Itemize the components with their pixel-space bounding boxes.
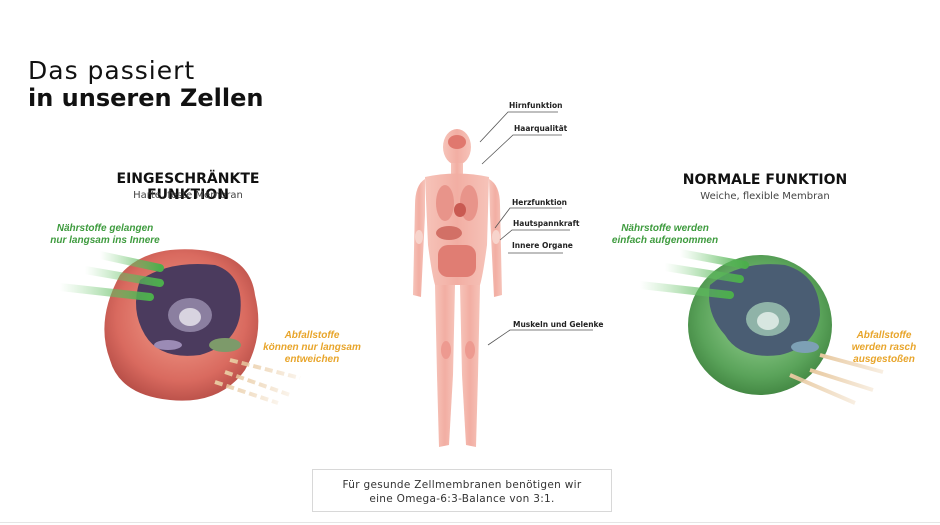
leader-line-muscles: [487, 329, 593, 346]
body-heart: [454, 203, 466, 217]
label-skin-elasticity: Hautspannkraft: [513, 219, 580, 228]
leader-line-brain: [479, 111, 558, 143]
left-waste-note-line-2: können nur langsam: [263, 342, 361, 353]
body-right-leg: [460, 285, 480, 447]
left-cell-organelle: [209, 338, 241, 352]
waste-arrow: [789, 373, 856, 405]
left-cell-illustration: [56, 249, 301, 405]
right-cell-illustration: [636, 249, 884, 405]
body-joint: [492, 230, 500, 244]
right-waste-note-line-2: werden rasch: [851, 342, 917, 353]
label-heart-function: Herzfunktion: [512, 198, 568, 207]
left-nutrient-note-line-1: Nährstoffe gelangen: [56, 223, 154, 234]
nutrient-arrow: [676, 249, 749, 269]
leader-line-hair: [481, 134, 562, 165]
body-left-leg: [435, 285, 455, 447]
label-hair-quality: Haarqualität: [514, 124, 568, 133]
body-neck: [451, 163, 463, 175]
right-waste-note-line-1: Abfallstoffe: [856, 330, 912, 341]
label-muscles-joints: Muskeln und Gelenke: [513, 320, 604, 329]
right-cell-organelle: [791, 341, 819, 353]
left-nutrient-note-line-2: nur langsam ins Innere: [50, 235, 160, 246]
right-waste-note-line-3: ausgestoßen: [853, 354, 915, 365]
body-brain: [448, 135, 466, 149]
left-waste-note-line-1: Abfallstoffe: [284, 330, 340, 341]
waste-arrow: [809, 368, 874, 392]
leader-line-skin: [499, 229, 570, 241]
nutrient-arrow: [96, 251, 164, 272]
body-joint: [441, 341, 451, 359]
left-cell-nucleolus: [179, 308, 201, 326]
nutrient-arrow: [636, 281, 734, 299]
body-joint: [465, 341, 475, 359]
nutrient-arrow: [56, 283, 154, 301]
left-waste-note: Abfallstoffe können nur langsam entweich…: [252, 330, 372, 366]
body-label-lines: [479, 111, 593, 346]
right-nutrient-note-line-2: einfach aufgenommen: [611, 235, 719, 246]
right-nutrient-note: Nährstoffe werden einfach aufgenommen: [595, 223, 735, 247]
leader-line-heart: [494, 207, 562, 229]
info-box-line-2: eine Omega-6:3-Balance von 3:1.: [369, 493, 555, 505]
bottom-divider: [0, 522, 940, 523]
waste-arrow: [229, 358, 301, 380]
right-waste-note: Abfallstoffe werden rasch ausgestoßen: [838, 330, 930, 366]
body-joint: [415, 230, 423, 244]
right-cell-nucleolus: [757, 312, 779, 330]
body-lung: [436, 185, 454, 221]
label-brain-function: Hirnfunktion: [509, 101, 563, 110]
waste-arrow: [819, 353, 884, 374]
body-intestines: [438, 245, 476, 277]
nutrient-arrow: [81, 266, 164, 287]
left-nutrient-note: Nährstoffe gelangen nur langsam ins Inne…: [30, 223, 180, 247]
right-nutrient-note-line-1: Nährstoffe werden: [621, 223, 709, 234]
info-box: Für gesunde Zellmembranen benötigen wir …: [312, 469, 612, 512]
info-box-line-1: Für gesunde Zellmembranen benötigen wir: [342, 479, 582, 491]
left-section-subtitle: Harte, feste Membran: [133, 190, 243, 201]
waste-arrow: [214, 380, 279, 405]
label-internal-organs: Innere Organe: [512, 241, 573, 250]
nutrient-arrow: [661, 263, 744, 283]
left-section-title: EINGESCHRÄNKTE FUNKTION: [116, 171, 260, 203]
right-section-title: NORMALE FUNKTION: [682, 172, 848, 188]
right-section-subtitle: Weiche, flexible Membran: [700, 191, 830, 202]
page-title-line-1: Das passiert: [28, 56, 196, 85]
left-waste-note-line-3: entweichen: [284, 354, 340, 365]
body-liver: [436, 226, 462, 240]
left-cell-organelle: [154, 340, 182, 350]
page-title-line-2: in unseren Zellen: [28, 84, 264, 112]
human-body-illustration: [413, 129, 502, 447]
